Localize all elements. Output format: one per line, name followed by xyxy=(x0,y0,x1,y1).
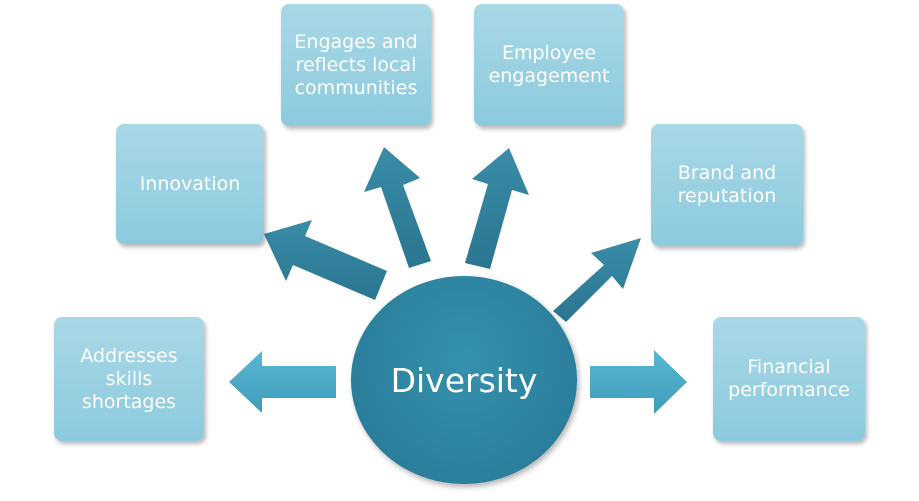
arrow-to-innovation xyxy=(264,220,387,300)
outcome-employee-engagement: Employee engagement xyxy=(474,4,624,126)
outcome-financial-performance: Financial performance xyxy=(713,317,865,441)
arrow-to-employee xyxy=(465,148,529,269)
outcome-skills-shortages: Addresses skills shortages xyxy=(54,317,204,441)
outcome-innovation: Innovation xyxy=(116,124,264,244)
arrow-to-financial xyxy=(590,350,687,414)
arrow-to-brand xyxy=(553,238,641,322)
outcome-local-communities: Engages and reflects local communities xyxy=(281,4,431,126)
arrow-to-communities xyxy=(364,147,431,268)
outcome-brand-reputation: Brand and reputation xyxy=(651,124,803,246)
arrow-to-skills xyxy=(229,351,336,413)
diversity-hub: Diversity xyxy=(351,276,577,484)
